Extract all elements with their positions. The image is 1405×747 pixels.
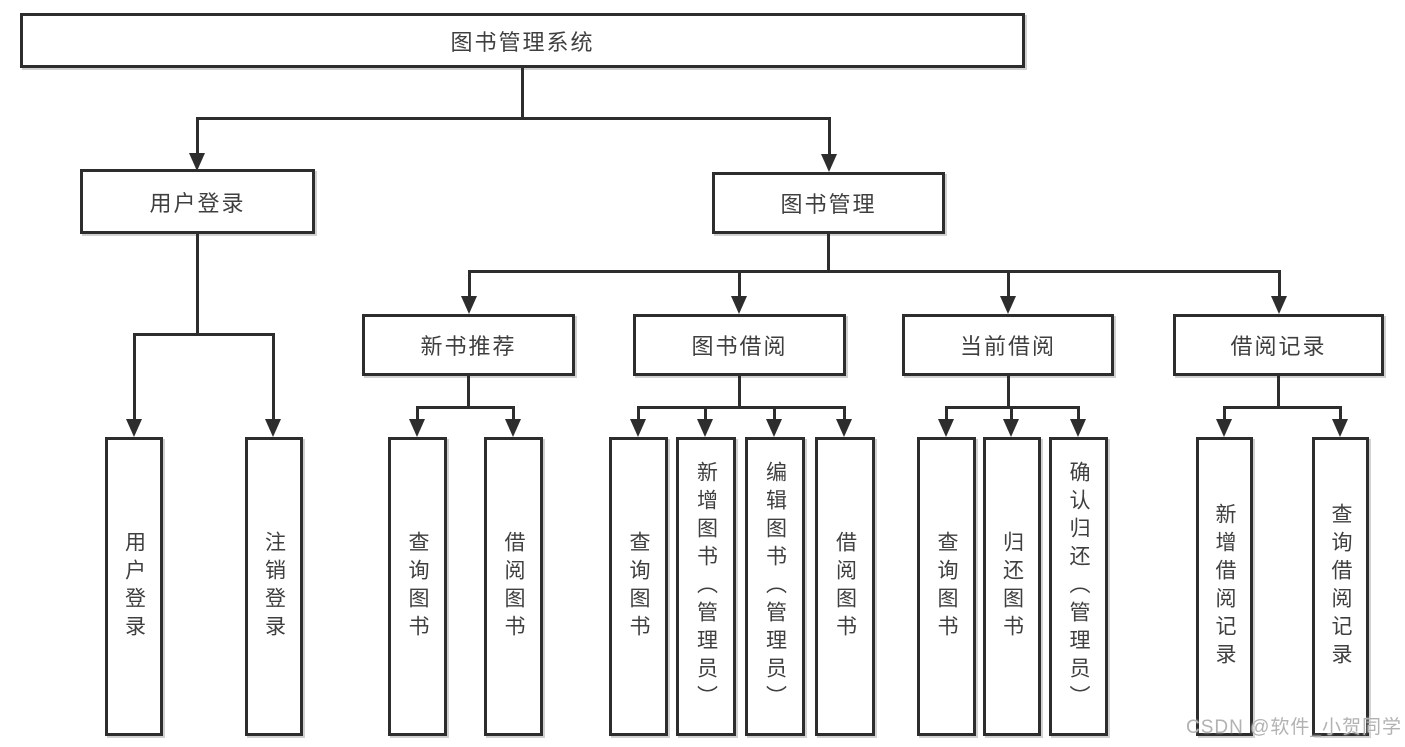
connector-records-stem: [1277, 376, 1280, 409]
arrow-down-icon: [1070, 419, 1086, 437]
leaf-return-books: 归还图书: [983, 437, 1041, 736]
arrow-down-icon: [731, 296, 747, 314]
connector-current-drop-2: [1010, 406, 1013, 421]
connector-bookmgmt-drop-2: [738, 270, 741, 298]
leaf-borrow-books-borrowing: 借阅图书: [815, 437, 875, 736]
arrow-down-icon: [938, 419, 954, 437]
leaf-borrow-books-borrowing-label: 借阅图书: [833, 530, 857, 643]
leaf-edit-books-admin: 编辑图书（管理员）: [745, 437, 805, 736]
node-current-borrowing-label: 当前借阅: [959, 334, 1056, 359]
leaf-query-books-current-label: 查询图书: [935, 530, 958, 643]
leaf-user-login-label: 用户登录: [122, 530, 146, 643]
leaf-borrow-books-recommend: 借阅图书: [484, 437, 543, 736]
node-root-label: 图书管理系统: [450, 29, 595, 55]
leaf-query-books-borrowing-label: 查询图书: [627, 530, 650, 643]
connector-bookmgmt-drop-3: [1007, 270, 1010, 298]
connector-newbook-stem: [467, 376, 470, 409]
arrow-down-icon: [265, 419, 281, 437]
connector-records-tee: [1223, 406, 1342, 409]
leaf-query-books-recommend: 查询图书: [388, 437, 447, 736]
connector-root-drop-right: [828, 117, 831, 154]
leaf-query-borrow-record-label: 查询借阅记录: [1329, 502, 1352, 671]
node-borrowing-records-label: 借阅记录: [1230, 334, 1327, 359]
connector-current-drop-1: [945, 406, 948, 421]
leaf-return-books-label: 归还图书: [1000, 530, 1024, 643]
arrow-down-icon: [189, 153, 205, 171]
connector-bookmgmt-drop-4: [1278, 270, 1281, 298]
leaf-borrow-books-recommend-label: 借阅图书: [502, 530, 525, 643]
arrow-down-icon: [1332, 419, 1348, 437]
connector-userlogin-drop-1: [133, 333, 136, 420]
leaf-user-login: 用户登录: [105, 437, 163, 736]
connector-newbook-tee: [416, 406, 515, 409]
node-new-book-recommendation: 新书推荐: [362, 314, 575, 376]
arrow-down-icon: [1271, 296, 1287, 314]
watermark-text: CSDN @软件_小贺同学: [1186, 717, 1402, 738]
node-user-login-label: 用户登录: [149, 190, 246, 216]
leaf-logout: 注销登录: [245, 437, 303, 736]
node-user-login: 用户登录: [80, 169, 315, 234]
connector-borrowing-tee: [637, 406, 845, 409]
leaf-add-borrow-record: 新增借阅记录: [1196, 437, 1253, 736]
connector-current-drop-3: [1077, 406, 1080, 421]
connector-borrowing-drop-4: [843, 406, 846, 421]
leaf-confirm-return-admin: 确认归还（管理员）: [1049, 437, 1108, 736]
connector-bookmgmt-stem: [827, 234, 830, 273]
arrow-down-icon: [126, 419, 142, 437]
connector-borrowing-drop-2: [704, 406, 707, 421]
arrow-down-icon: [836, 419, 852, 437]
arrow-down-icon: [461, 296, 477, 314]
leaf-query-borrow-record: 查询借阅记录: [1312, 437, 1369, 736]
node-book-management: 图书管理: [712, 172, 945, 234]
connector-newbook-drop-2: [512, 406, 515, 421]
node-current-borrowing: 当前借阅: [902, 314, 1114, 376]
connector-bookmgmt-tee: [468, 270, 1281, 273]
connector-records-drop-2: [1339, 406, 1342, 421]
node-book-management-label: 图书管理: [780, 192, 877, 217]
node-root: 图书管理系统: [20, 13, 1025, 68]
connector-root-tee: [196, 117, 830, 120]
connector-root-drop-left: [196, 117, 199, 154]
connector-root-stem: [521, 68, 524, 120]
leaf-query-books-borrowing: 查询图书: [609, 437, 668, 736]
arrow-down-icon: [630, 419, 646, 437]
connector-userlogin-tee: [133, 333, 275, 336]
connector-bookmgmt-drop-1: [468, 270, 471, 298]
arrow-down-icon: [409, 419, 425, 437]
node-book-borrowing-label: 图书借阅: [691, 334, 788, 359]
arrow-down-icon: [1003, 419, 1019, 437]
connector-current-stem: [1007, 376, 1010, 409]
arrow-down-icon: [697, 419, 713, 437]
arrow-down-icon: [821, 154, 837, 172]
node-new-book-recommendation-label: 新书推荐: [420, 334, 517, 359]
connector-userlogin-drop-2: [272, 333, 275, 420]
connector-newbook-drop-1: [416, 406, 419, 421]
arrow-down-icon: [505, 419, 521, 437]
leaf-logout-label: 注销登录: [262, 530, 286, 643]
connector-borrowing-drop-1: [637, 406, 640, 421]
node-borrowing-records: 借阅记录: [1173, 314, 1384, 376]
arrow-down-icon: [766, 419, 782, 437]
leaf-add-books-admin: 新增图书（管理员）: [676, 437, 736, 736]
leaf-query-books-current: 查询图书: [917, 437, 976, 736]
connector-borrowing-drop-3: [773, 406, 776, 421]
connector-userlogin-stem: [196, 234, 199, 336]
connector-borrowing-stem: [738, 376, 741, 409]
connector-records-drop-1: [1223, 406, 1226, 421]
node-book-borrowing: 图书借阅: [633, 314, 846, 376]
arrow-down-icon: [1000, 296, 1016, 314]
leaf-query-books-recommend-label: 查询图书: [406, 530, 429, 643]
leaf-edit-books-admin-label: 编辑图书（管理员）: [763, 460, 787, 713]
leaf-confirm-return-admin-label: 确认归还（管理员）: [1067, 460, 1090, 713]
leaf-add-books-admin-label: 新增图书（管理员）: [694, 460, 718, 713]
leaf-add-borrow-record-label: 新增借阅记录: [1213, 502, 1236, 671]
arrow-down-icon: [1216, 419, 1232, 437]
